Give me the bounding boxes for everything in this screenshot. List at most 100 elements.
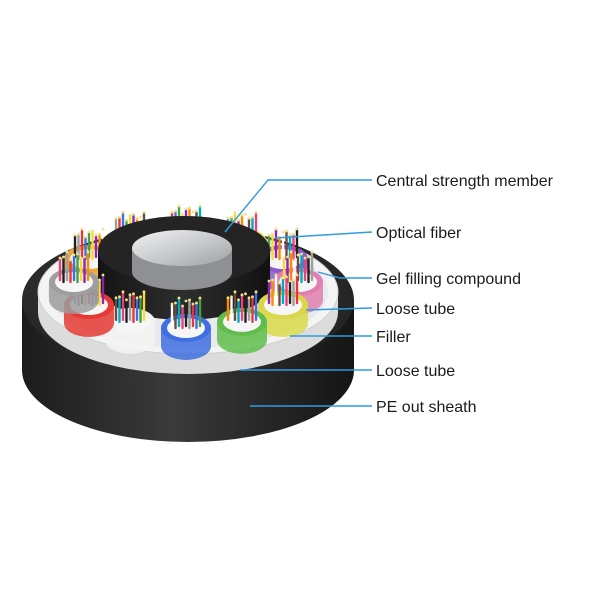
optical-fiber-tip xyxy=(114,296,118,300)
optical-fiber-tip xyxy=(296,253,300,257)
optical-fiber-tip xyxy=(286,255,289,259)
optical-fiber-tip xyxy=(292,232,295,236)
optical-fiber-tip xyxy=(244,292,247,296)
optical-fiber-tip xyxy=(288,233,292,237)
optical-fiber-tip xyxy=(121,290,125,294)
optical-fiber-tip xyxy=(281,276,285,280)
optical-fiber-tip xyxy=(69,258,72,262)
optical-fiber-tip xyxy=(135,216,139,220)
optical-fiber-tip xyxy=(170,210,174,214)
optical-fiber-tip xyxy=(285,229,288,233)
callout-leaders xyxy=(224,179,373,407)
optical-fiber-tip xyxy=(174,301,177,305)
loose-tube xyxy=(49,250,99,314)
optical-fiber-tip xyxy=(181,212,184,216)
optical-fiber-tip xyxy=(254,210,258,214)
optical-fiber-tip xyxy=(77,232,80,236)
label-filler: Filler xyxy=(376,329,411,346)
optical-fiber-tip xyxy=(101,273,105,277)
loose-tube-front-ring xyxy=(49,250,323,360)
optical-fiber-tip xyxy=(118,215,121,219)
optical-fiber-tip xyxy=(195,209,198,213)
loose-tube xyxy=(257,273,308,338)
optical-fiber-tip xyxy=(139,295,142,299)
callout-labels: Central strength member Optical fiber Ge… xyxy=(376,173,554,416)
label-central-strength-member: Central strength member xyxy=(376,173,554,190)
loose-tube xyxy=(105,290,155,354)
optical-fiber-tip xyxy=(237,298,240,302)
optical-fiber-tip xyxy=(76,252,79,256)
optical-fiber-tip xyxy=(91,229,94,233)
optical-fiber-tip xyxy=(226,296,230,300)
optical-fiber-tip xyxy=(58,256,62,260)
optical-fiber-tip xyxy=(128,293,132,297)
optical-fiber-tip xyxy=(86,250,90,254)
optical-fiber-tip xyxy=(188,298,191,302)
optical-fiber-tip xyxy=(310,250,314,254)
optical-fiber-tip xyxy=(247,296,251,300)
optical-fiber-tip xyxy=(198,204,202,208)
optical-fiber-tip xyxy=(188,206,191,210)
optical-fiber-tip xyxy=(240,293,244,297)
optical-fiber-tip xyxy=(170,302,174,306)
optical-fiber-tip xyxy=(267,233,271,237)
optical-fiber-tip xyxy=(289,250,293,254)
optical-fiber-tip xyxy=(79,256,83,260)
optical-fiber-tip xyxy=(195,301,198,305)
optical-fiber-tip xyxy=(62,255,65,259)
optical-fiber-tip xyxy=(181,304,184,308)
optical-fiber-tip xyxy=(295,227,299,231)
label-pe-out-sheath: PE out sheath xyxy=(376,399,477,416)
optical-fiber-tip xyxy=(285,275,288,279)
optical-fiber-tip xyxy=(65,250,69,254)
optical-fiber-tip xyxy=(293,258,296,262)
optical-fiber-tip xyxy=(73,233,77,237)
loose-tube xyxy=(161,296,211,360)
optical-fiber-tip xyxy=(142,210,146,214)
optical-fiber-tip xyxy=(271,278,274,282)
optical-fiber-tip xyxy=(295,273,299,277)
optical-fiber-tip xyxy=(233,210,237,214)
optical-fiber-tip xyxy=(72,253,76,257)
leader-gel-filling-compound xyxy=(317,271,372,279)
optical-fiber-tip xyxy=(121,210,125,214)
optical-fiber-tip xyxy=(84,235,87,239)
optical-fiber-tip xyxy=(281,230,285,234)
optical-fiber-tip xyxy=(125,298,128,302)
leader-optical-fiber xyxy=(274,231,373,239)
optical-fiber-tip xyxy=(233,290,237,294)
optical-fiber-tip xyxy=(307,255,310,259)
label-gel-filling-compound: Gel filling compound xyxy=(376,271,521,288)
optical-fiber-tip xyxy=(274,273,278,277)
optical-fiber-tip xyxy=(251,215,254,219)
optical-fiber-tip xyxy=(278,281,281,285)
optical-fiber-tip xyxy=(174,209,177,213)
optical-fiber-tip xyxy=(132,212,135,216)
optical-fiber-tip xyxy=(191,210,195,214)
optical-fiber-tip xyxy=(282,256,286,260)
optical-fiber-tip xyxy=(292,278,295,282)
optical-fiber-tip xyxy=(191,302,195,306)
leader-central-strength-member xyxy=(224,179,372,233)
optical-fiber-tip xyxy=(125,218,128,222)
label-loose-tube-upper: Loose tube xyxy=(376,301,455,318)
optical-fiber-tip xyxy=(288,279,292,283)
optical-fiber-tip xyxy=(226,216,230,220)
optical-fiber-tip xyxy=(230,295,233,299)
optical-fiber-tip xyxy=(98,232,101,236)
optical-fiber-tip xyxy=(251,295,254,299)
optical-fiber-tip xyxy=(300,252,303,256)
optical-fiber-tip xyxy=(303,256,307,260)
loose-tube xyxy=(216,290,267,354)
optical-fiber-tip xyxy=(271,232,274,236)
optical-fiber-tip xyxy=(118,295,121,299)
optical-fiber-tip xyxy=(128,213,132,217)
optical-fiber-tip xyxy=(184,299,188,303)
optical-fiber-tip xyxy=(177,204,181,208)
optical-fiber-tip xyxy=(132,292,135,296)
optical-fiber-tip xyxy=(198,296,202,300)
optical-fiber-tip xyxy=(274,227,278,231)
optical-fiber-tip xyxy=(184,207,188,211)
optical-fiber-tip xyxy=(142,290,146,294)
